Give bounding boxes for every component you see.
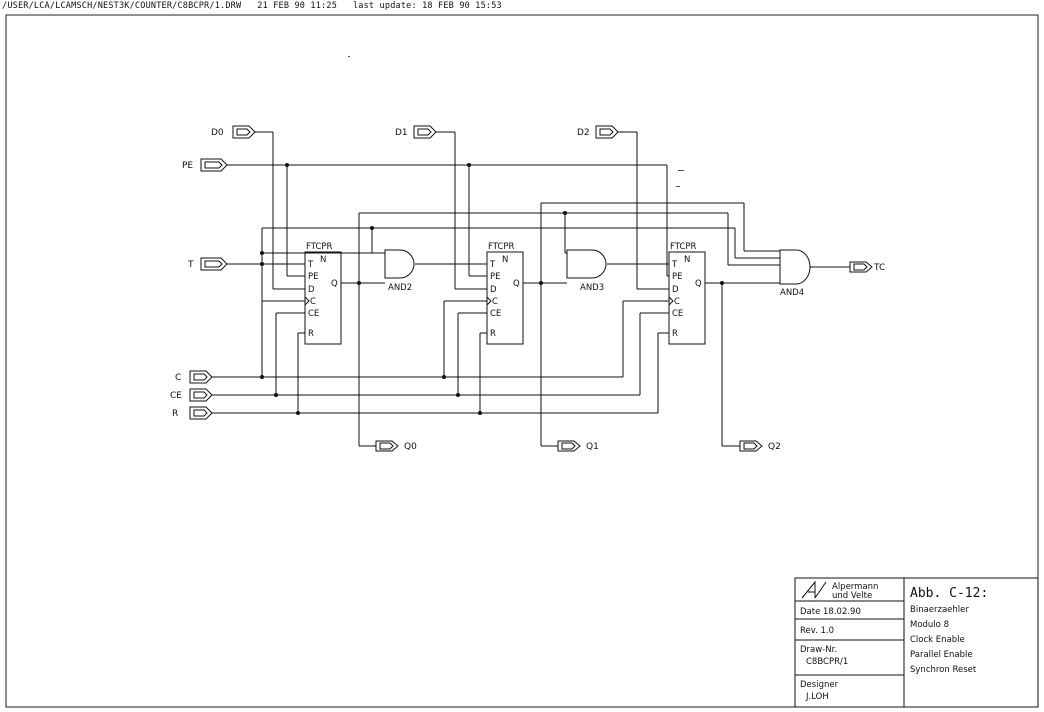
input-ports <box>189 125 619 420</box>
logo-line-1: Alpermann <box>832 582 878 592</box>
gate-label: AND2 <box>388 283 412 293</box>
pin-pe: PE <box>308 272 319 282</box>
timestamp: 21 FEB 90 11:25 <box>257 1 338 11</box>
pin-d: D <box>308 285 315 295</box>
flipflop-2: FTCPR T N PE D C CE R Q <box>486 242 524 345</box>
desc-line-3: Clock Enable <box>910 635 965 645</box>
flipflop-1: FTCPR T N PE D C CE R Q <box>304 242 342 345</box>
desc-line-2: Modulo 8 <box>910 620 949 630</box>
desc-line-1: Binaerzaehler <box>910 605 969 615</box>
flipflop-name: FTCPR <box>488 242 514 252</box>
wires <box>212 131 850 447</box>
pin-n: N <box>502 255 508 265</box>
label-tc: TC <box>873 263 885 273</box>
label-r: R <box>172 409 178 419</box>
pin-ce: CE <box>308 309 319 319</box>
designer-value: J.LOH <box>805 692 829 702</box>
file-path: /USER/LCA/LCAMSCH/NEST3K/COUNTER/C8BCPR/… <box>2 1 242 11</box>
pin-r: R <box>672 329 678 339</box>
logo-line-2: und Velte <box>832 591 872 601</box>
pin-t: T <box>489 260 496 270</box>
and-gate-and3: AND3 <box>566 249 607 293</box>
port-d1 <box>413 125 437 139</box>
pin-d: D <box>672 285 679 295</box>
pin-q: Q <box>331 279 338 289</box>
rev-field: Rev. 1.0 <box>800 626 834 636</box>
port-labels: D0 D1 D2 PE T C CE R Q0 Q1 Q2 TC <box>170 128 885 452</box>
port-tc <box>849 261 873 273</box>
port-d0 <box>232 125 256 139</box>
and-gate-and4: AND4 <box>779 249 811 298</box>
label-ce: CE <box>170 391 182 401</box>
flipflop-name: FTCPR <box>670 242 696 252</box>
label-d1: D1 <box>395 128 408 138</box>
label-d2: D2 <box>577 128 590 138</box>
pin-d: D <box>490 285 497 295</box>
label-q1: Q1 <box>586 442 599 452</box>
designer-label: Designer <box>800 680 839 690</box>
port-pe <box>200 158 228 172</box>
pin-c: C <box>674 297 680 307</box>
pin-q: Q <box>695 279 702 289</box>
port-c <box>189 370 213 384</box>
label-pe: PE <box>182 161 193 171</box>
port-q2 <box>739 440 763 452</box>
company-logo <box>801 580 827 599</box>
pin-ce: CE <box>490 309 501 319</box>
flipflop-name: FTCPR <box>306 242 332 252</box>
desc-line-4: Parallel Enable <box>910 650 973 660</box>
pin-n: N <box>684 255 690 265</box>
pin-pe: PE <box>490 272 501 282</box>
label-t: T <box>187 260 194 270</box>
output-ports <box>375 261 873 452</box>
pin-r: R <box>490 329 496 339</box>
pin-c: C <box>492 297 498 307</box>
pin-r: R <box>308 329 314 339</box>
port-q1 <box>557 440 581 452</box>
pin-pe: PE <box>672 272 683 282</box>
date-field: Date 18.02.90 <box>800 607 861 617</box>
sheet-border <box>5 14 1039 708</box>
port-d2 <box>595 125 619 139</box>
port-r <box>189 406 213 420</box>
label-d0: D0 <box>211 128 224 138</box>
pin-t: T <box>307 260 314 270</box>
file-header: /USER/LCA/LCAMSCH/NEST3K/COUNTER/C8BCPR/… <box>2 1 502 11</box>
title-block: Alpermann und Velte Date 18.02.90 Rev. 1… <box>794 577 1039 708</box>
label-q0: Q0 <box>404 442 417 452</box>
figure-title: Abb. C-12: <box>910 586 988 601</box>
label-q2: Q2 <box>768 442 781 452</box>
gate-label: AND3 <box>580 283 604 293</box>
port-t <box>200 257 228 271</box>
draw-nr-label: Draw-Nr. <box>800 645 837 655</box>
last-update: last update: 18 FEB 90 15:53 <box>352 1 502 11</box>
draw-nr-value: C8BCPR/1 <box>806 657 848 667</box>
pin-n: N <box>320 255 326 265</box>
label-c: C <box>175 373 181 383</box>
desc-line-5: Synchron Reset <box>910 665 977 675</box>
gate-label: AND4 <box>780 288 804 298</box>
pin-ce: CE <box>672 309 683 319</box>
pin-q: Q <box>513 279 520 289</box>
junctions <box>260 163 724 415</box>
flipflop-3: FTCPR T N PE D C CE R Q <box>668 242 706 345</box>
and-gate-and2: AND2 <box>384 249 415 293</box>
port-ce <box>189 388 213 402</box>
pin-t: T <box>671 260 678 270</box>
pin-c: C <box>310 297 316 307</box>
port-q0 <box>375 440 399 452</box>
